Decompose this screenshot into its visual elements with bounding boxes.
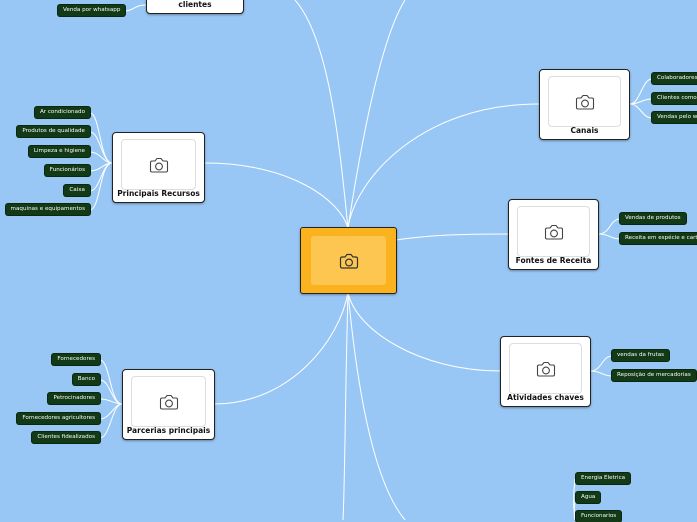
camera-icon bbox=[544, 224, 563, 240]
node-fontes-de-receita-label: Fontes de Receita bbox=[515, 256, 592, 265]
node-clientes-label: clientes bbox=[178, 0, 212, 9]
node-canais[interactable]: Canais bbox=[539, 69, 630, 140]
central-topic[interactable] bbox=[300, 227, 397, 294]
leaf-receita[interactable]: Receita em espécie e cart bbox=[620, 233, 697, 244]
leaf-canais[interactable]: Vendas pelo w bbox=[652, 112, 697, 123]
leaf-recursos[interactable]: Produtos de qualidade bbox=[17, 126, 90, 137]
leaf-parcerias[interactable]: Petrocinadores bbox=[48, 393, 100, 404]
node-image bbox=[121, 139, 196, 190]
leaf-parcerias[interactable]: Banco bbox=[72, 374, 100, 385]
camera-icon bbox=[575, 94, 594, 110]
node-image bbox=[509, 343, 582, 394]
leaf-recursos[interactable]: Ar condicionado bbox=[34, 107, 90, 118]
leaf-parcerias[interactable]: Clientes fidealizados bbox=[32, 432, 100, 443]
leaf-canais[interactable]: Colaboradores bbox=[652, 73, 697, 84]
node-canais-label: Canais bbox=[570, 126, 599, 135]
leaf-recursos[interactable]: maquinas e equipamentos bbox=[5, 204, 90, 215]
leaf-parcerias[interactable]: Fornecedores bbox=[52, 354, 100, 365]
node-image bbox=[548, 76, 621, 127]
camera-icon bbox=[536, 361, 555, 377]
leaf-custos[interactable]: Funcionarios bbox=[576, 511, 622, 522]
camera-icon bbox=[149, 157, 168, 173]
node-atividades-chaves[interactable]: Atividades chaves bbox=[500, 336, 591, 407]
camera-icon bbox=[339, 253, 358, 269]
node-principais-recursos-label: Principais Recursos bbox=[117, 189, 200, 198]
central-image bbox=[311, 236, 386, 285]
node-parcerias-principais-label: Parcerias principais bbox=[126, 426, 211, 435]
camera-icon bbox=[159, 394, 178, 410]
node-fontes-de-receita[interactable]: Fontes de Receita bbox=[508, 199, 599, 270]
leaf-clientes[interactable]: Venda por whatsapp bbox=[58, 5, 126, 16]
leaf-receita[interactable]: Vendas de produtos bbox=[620, 213, 686, 224]
leaf-custos[interactable]: Agua bbox=[576, 492, 601, 503]
node-principais-recursos[interactable]: Principais Recursos bbox=[112, 132, 205, 203]
leaf-atividades[interactable]: Reposição de mercadorias bbox=[612, 370, 696, 381]
leaf-custos[interactable]: Energia Eletrica bbox=[576, 473, 631, 484]
leaf-parcerias[interactable]: Fornecedores agricultores bbox=[17, 413, 100, 424]
leaf-recursos[interactable]: Funcionários bbox=[44, 165, 90, 176]
leaf-recursos[interactable]: Limpeza e higiene bbox=[28, 146, 90, 157]
node-parcerias-principais[interactable]: Parcerias principais bbox=[122, 369, 215, 440]
node-clientes[interactable]: clientes bbox=[146, 0, 244, 14]
node-image bbox=[517, 206, 590, 257]
node-image bbox=[131, 376, 206, 427]
leaf-recursos[interactable]: Caixa bbox=[64, 185, 90, 196]
node-atividades-chaves-label: Atividades chaves bbox=[507, 393, 584, 402]
leaf-atividades[interactable]: vendas da frutas bbox=[612, 350, 670, 361]
leaf-canais[interactable]: Clientes como bbox=[652, 93, 697, 104]
